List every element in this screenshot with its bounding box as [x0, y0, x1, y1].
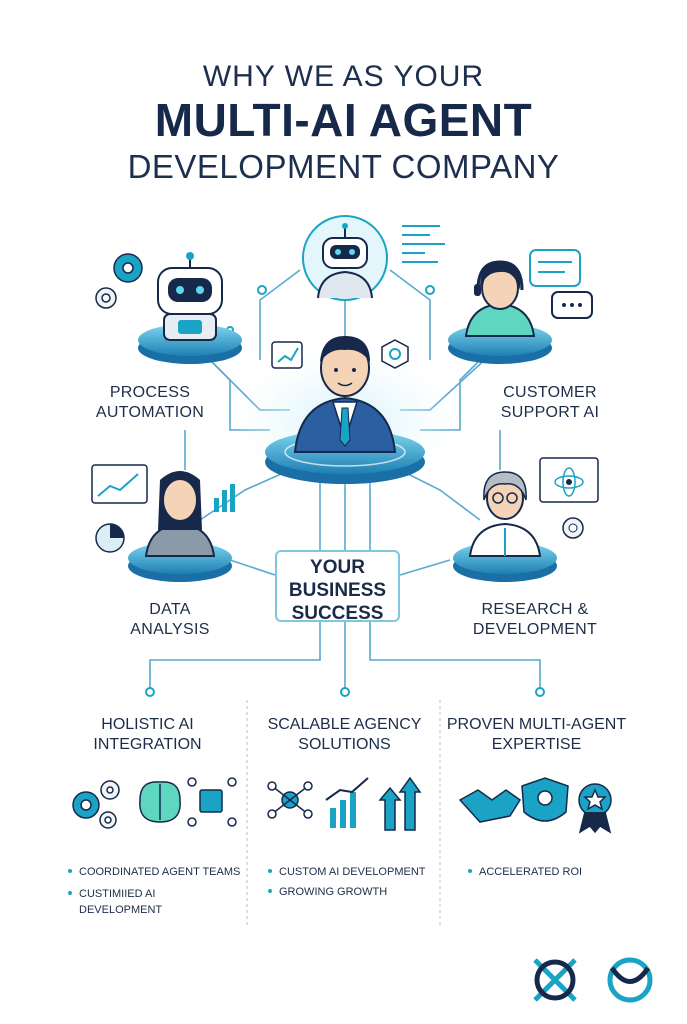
node-label-data-line1: DATA [149, 601, 191, 618]
node-label-research: RESEARCH & DEVELOPMENT [455, 600, 615, 640]
node-label-process: PROCESS AUTOMATION [80, 383, 220, 423]
arrows-up-icon [378, 776, 422, 831]
shield-lightbulb-icon [521, 777, 569, 822]
brain-icon [139, 781, 181, 823]
chip-network-icon [187, 777, 237, 827]
title-line-1: WHY WE AS YOUR [202, 60, 485, 93]
node-label-process-line2: AUTOMATION [95, 404, 205, 421]
bullet-text: GROWING GROWTH [279, 886, 388, 898]
top-code-lines [402, 225, 445, 263]
chat-bubbles-icon [529, 249, 593, 319]
node-label-support: CUSTOMER SUPPORT AI [480, 383, 620, 423]
title-line-3: DEVELOPMENT COMPANY [127, 148, 560, 185]
column-heading-holistic-line2: INTEGRATION [93, 736, 202, 753]
handshake-icon [458, 789, 522, 823]
center-line-1: YOUR [310, 557, 365, 578]
node-label-support-line1: CUSTOMER [503, 384, 597, 401]
column-heading-scalable-line2: SOLUTIONS [298, 736, 391, 753]
bullet-text: DEVELOPMENT [79, 904, 163, 916]
bullet-list-scalable: CUSTOM AI DEVELOPMENT GROWING GROWTH [268, 864, 438, 900]
bullet-text: CUSTOM AI DEVELOPMENT [279, 866, 426, 878]
title-line-2: MULTI-AI AGENT [154, 94, 533, 146]
bullet-list-proven: ACCELERATED ROI [468, 864, 638, 880]
atom-screen-icon [539, 457, 599, 539]
column-heading-proven-line1: PROVEN MULTI-AGENT [446, 716, 627, 733]
center-line-2: BUSINESS [288, 580, 387, 601]
bullet-text: CUSTIMIIED AI [79, 888, 156, 900]
node-label-process-line1: PROCESS [109, 384, 191, 401]
connector-lines [149, 269, 541, 690]
growth-chart-icon [325, 777, 369, 828]
researcher-illustration [453, 471, 557, 582]
column-heading-proven: PROVEN MULTI-AGENT EXPERTISE [444, 715, 629, 755]
list-item: CUSTIMIIED AI [68, 886, 248, 902]
award-badge-icon [578, 783, 612, 834]
node-label-data-line2: ANALYSIS [130, 621, 210, 638]
business-success-box: YOUR BUSINESS SUCCESS [275, 550, 400, 624]
brand-logo-icon [533, 957, 653, 1003]
column-heading-holistic: HOLISTIC AI INTEGRATION [60, 715, 235, 755]
data-analyst-illustration [128, 471, 232, 582]
center-line-3: SUCCESS [291, 603, 384, 624]
network-hub-icon [267, 781, 313, 819]
node-label-research-line1: RESEARCH & [481, 601, 589, 618]
list-item: COORDINATED AGENT TEAMS [68, 864, 248, 880]
chart-icons-data [91, 464, 235, 553]
process-robot-illustration [138, 252, 242, 364]
list-item: ACCELERATED ROI [468, 864, 638, 880]
bullet-text: ACCELERATED ROI [479, 866, 583, 878]
gears-icon-process [95, 253, 143, 309]
list-item: GROWING GROWTH [268, 884, 438, 900]
column-heading-holistic-line1: HOLISTIC AI [101, 716, 194, 733]
column-heading-proven-line2: EXPERTISE [491, 736, 582, 753]
bullet-list-holistic: COORDINATED AGENT TEAMS CUSTIMIIED AI DE… [68, 864, 248, 918]
list-item: CUSTOM AI DEVELOPMENT [268, 864, 438, 880]
list-item: DEVELOPMENT [68, 902, 248, 918]
node-label-research-line2: DEVELOPMENT [472, 621, 598, 638]
node-label-data: DATA ANALYSIS [110, 600, 230, 640]
column-heading-scalable-line1: SCALABLE AGENCY [267, 716, 422, 733]
gears-icon [72, 780, 120, 829]
top-robot-illustration [302, 215, 388, 301]
businessman-figure [293, 336, 397, 453]
support-agent-illustration [448, 260, 552, 364]
column-heading-scalable: SCALABLE AGENCY SOLUTIONS [252, 715, 437, 755]
bullet-text: COORDINATED AGENT TEAMS [79, 866, 241, 878]
node-label-support-line2: SUPPORT AI [500, 404, 600, 421]
